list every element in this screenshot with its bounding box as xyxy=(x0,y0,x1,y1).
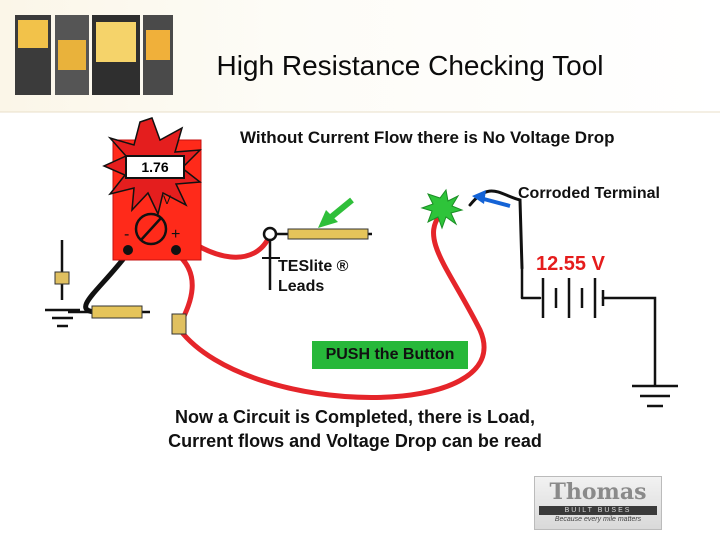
green-arrow xyxy=(318,197,354,228)
thomas-logo: Thomas BUILT BUSES Because every mile ma… xyxy=(534,476,662,530)
meter-black-lead xyxy=(83,250,131,315)
logo-sub: BUILT BUSES xyxy=(539,506,657,515)
blue-arrow xyxy=(472,190,511,208)
battery-voltage: 12.55 V xyxy=(536,253,605,275)
battery-icon xyxy=(520,268,605,318)
logo-name: Thomas xyxy=(549,479,647,505)
logo-tagline: Because every mile matters xyxy=(554,516,642,523)
conclusion-text: Now a Circuit is Completed, there is Loa… xyxy=(120,405,590,453)
red-circuit-loop xyxy=(177,212,487,400)
battery-ground-icon xyxy=(632,384,678,408)
meter-neg-jack xyxy=(123,245,133,255)
push-the-button[interactable]: PUSH the Button xyxy=(312,341,468,369)
meter-reading: 1.76 xyxy=(125,155,185,179)
left-ground-probe xyxy=(45,240,150,328)
conclusion-line-2: Current flows and Voltage Drop can be re… xyxy=(168,431,542,451)
conclusion-line-1: Now a Circuit is Completed, there is Loa… xyxy=(174,407,536,427)
battery-ground-wire xyxy=(601,296,657,387)
meter-pos-jack xyxy=(171,245,181,255)
red-lead-probe xyxy=(171,313,187,335)
meter-pos-label: + xyxy=(171,226,181,243)
teslite-lead xyxy=(262,226,372,290)
page-title: High Resistance Checking Tool xyxy=(216,50,604,81)
meter-neg-label: - xyxy=(124,226,130,243)
leads-label: Leads xyxy=(278,278,325,295)
teslite-label: TESlite ® xyxy=(278,258,349,275)
bus-photo-strip xyxy=(0,15,720,113)
subtitle: Without Current Flow there is No Voltage… xyxy=(240,128,615,147)
corroded-terminal-label: Corroded Terminal xyxy=(518,185,660,202)
corrosion-burst xyxy=(420,188,464,230)
multimeter xyxy=(102,117,202,261)
meter-unit-label: V xyxy=(163,193,172,207)
